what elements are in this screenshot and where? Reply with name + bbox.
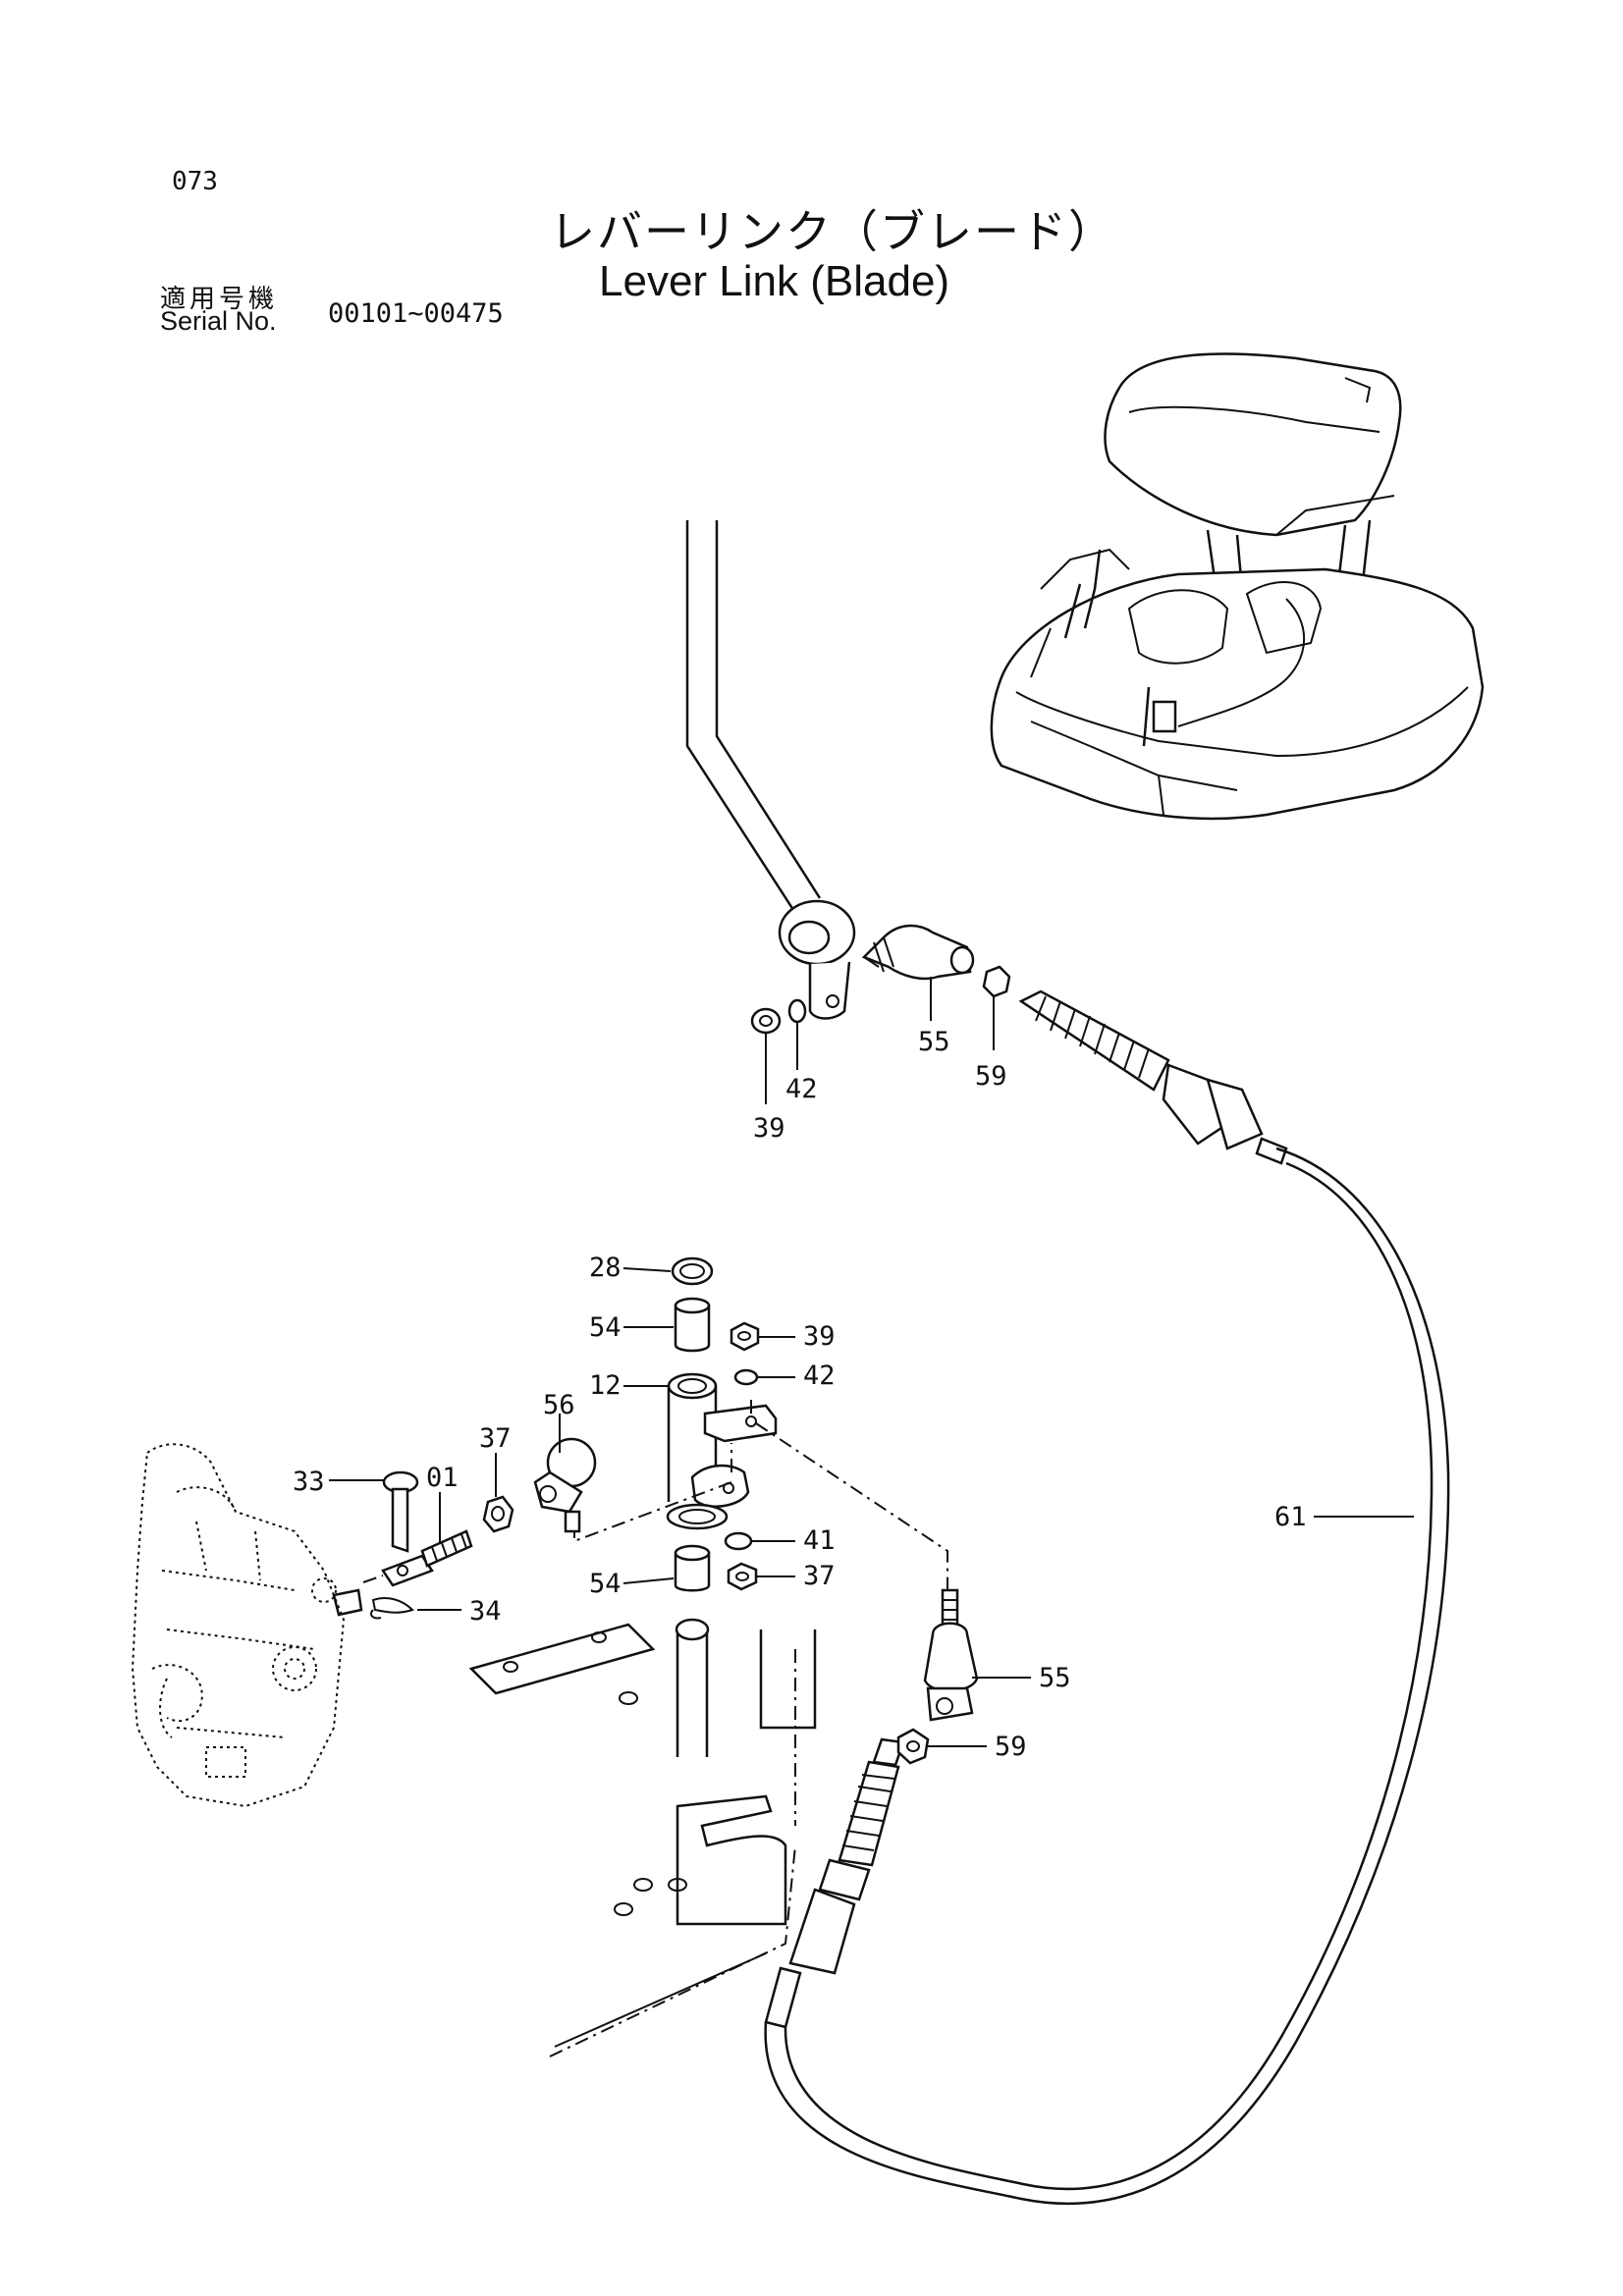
cotter-pin-34 [370, 1597, 461, 1620]
serial-label-english: Serial No. [160, 306, 277, 336]
nut-37-upper [482, 1453, 514, 1533]
snap-ring-28 [671, 1256, 714, 1286]
nut-59-upper [982, 965, 1011, 1050]
callout-39-pivot: 39 [803, 1321, 836, 1352]
control-valve-assembly [131, 1443, 363, 1808]
callout-55-upper: 55 [918, 1027, 950, 1057]
washer-42-pivot [733, 1368, 795, 1386]
ball-joint-55-upper [861, 924, 975, 1021]
pin-33 [329, 1470, 419, 1553]
callout-34: 34 [469, 1596, 502, 1627]
upper-arm-bracket [703, 1404, 778, 1443]
callout-39-upper: 39 [753, 1113, 785, 1144]
blade-lever [685, 520, 856, 1020]
washer-41 [724, 1531, 795, 1551]
nut-39-upper [750, 1007, 782, 1104]
page-number: 073 [172, 167, 218, 196]
control-cable-61 [764, 989, 1450, 2206]
ball-joint-55-lower [923, 1588, 1031, 1722]
ball-joint-56 [533, 1414, 597, 1533]
callout-42-upper: 42 [785, 1074, 818, 1104]
bushing-54-upper [674, 1297, 711, 1353]
washer-42-upper [787, 998, 807, 1070]
callout-37-upper: 37 [479, 1423, 512, 1454]
callout-59-lower: 59 [995, 1732, 1027, 1762]
callout-59-upper: 59 [975, 1061, 1007, 1092]
callout-54-lower: 54 [589, 1569, 622, 1599]
machine-overview-illustration [990, 352, 1485, 821]
serial-range: 00101~00475 [328, 298, 504, 329]
nut-59-lower [896, 1728, 987, 1765]
callout-55-lower: 55 [1039, 1663, 1071, 1693]
frame-plates [468, 1618, 817, 2057]
center-line-55-lower [755, 1422, 948, 1590]
nut-37-lower [727, 1562, 795, 1591]
callout-01: 01 [426, 1463, 459, 1493]
callout-28: 28 [589, 1253, 622, 1283]
callout-12: 12 [589, 1370, 622, 1401]
callout-33: 33 [293, 1467, 325, 1497]
title-english: Lever Link (Blade) [599, 257, 950, 305]
callout-56: 56 [543, 1390, 575, 1420]
nut-39-pivot [730, 1321, 795, 1352]
bushing-54-lower [674, 1544, 711, 1592]
callout-41: 41 [803, 1525, 836, 1556]
callout-54-upper: 54 [589, 1312, 622, 1343]
callout-61: 61 [1274, 1502, 1307, 1532]
title-japanese: レバーリンク（ブレード） [550, 205, 1115, 258]
callout-37-lower: 37 [803, 1561, 836, 1591]
rod-end-01 [362, 1492, 473, 1587]
callout-42-pivot: 42 [803, 1361, 836, 1391]
shaft-12 [667, 1372, 718, 1502]
serial-label-japanese: 適用号機 [160, 285, 279, 314]
